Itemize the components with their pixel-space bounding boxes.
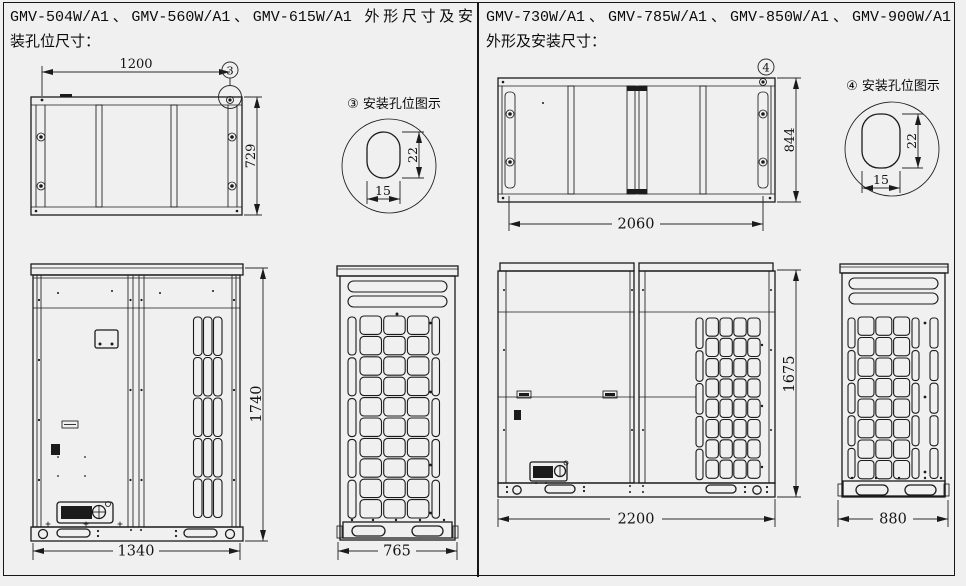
side-vent-grid [359, 315, 430, 519]
side-vent-grid [857, 316, 911, 480]
dim-hole-height: 22 [405, 147, 420, 163]
dim-front-height: 1740 [249, 386, 265, 423]
right-hole-detail-drawing: ④ 安装孔位图示 22 15 [844, 79, 940, 197]
front-grille-slots [695, 317, 704, 481]
hole-detail-label-left: ③ 安装孔位图示 [347, 97, 441, 112]
front-view-dimensions: 1740 1340 [32, 267, 268, 560]
dim-top-depth: 844 [783, 128, 798, 153]
left-front-view-drawing: 1740 1340 [30, 263, 268, 560]
left-hole-detail-drawing: ③ 安装孔位图示 22 15 [341, 97, 441, 214]
dim-side-depth: 880 [879, 512, 907, 528]
side-right-slots-a [911, 317, 920, 479]
left-top-view-drawing: 1200 3 729 [30, 57, 262, 216]
right-side-view-drawing: 880 [837, 263, 950, 528]
dim-front-width: 1340 [118, 544, 155, 560]
top-view-dimensions: 1200 3 729 [41, 57, 262, 216]
side-view-dimensions: 880 [837, 500, 949, 528]
left-title-line1: GMV-504W/A1、GMV-560W/A1、GMV-615W/A1 外形尺寸… [10, 9, 473, 26]
dim-top-depth: 729 [244, 144, 259, 169]
left-title-line2: 装孔位尺寸： [10, 34, 101, 51]
left-panel-title: GMV-504W/A1、GMV-560W/A1、GMV-615W/A1 外形尺寸… [10, 5, 473, 55]
side-left-slots [347, 316, 357, 519]
detail-bubble-circle [844, 101, 940, 197]
side-left-slots [847, 317, 856, 479]
top-view-unit-outline [497, 77, 776, 203]
detail-bubble-circle [341, 118, 437, 214]
hole-detail-label-right: ④ 安装孔位图示 [846, 79, 940, 94]
dim-hole-height: 22 [904, 133, 919, 149]
dim-front-width: 2200 [618, 512, 655, 528]
right-title-line1: GMV-730W/A1、GMV-785W/A1、GMV-850W/A1、GMV-… [486, 9, 951, 26]
front-view-unit [497, 262, 776, 498]
dim-hole-width: 15 [375, 183, 391, 198]
callout-3-bubble [221, 61, 239, 79]
right-top-view-drawing: 4 844 2060 [497, 58, 801, 233]
left-side-view-drawing: 765 [336, 265, 459, 560]
top-view-unit-outline [30, 94, 243, 216]
side-right-slots [431, 316, 441, 519]
page-border [3, 2, 955, 576]
front-grille-grid [705, 317, 761, 479]
callout-4-bubble [757, 58, 775, 76]
panel-divider [477, 2, 479, 577]
mounting-hole-oval [861, 113, 901, 169]
hole-callout-circle [218, 85, 242, 109]
dim-top-width: 2060 [618, 217, 655, 233]
front-view-dimensions: 1675 2200 [497, 269, 801, 528]
right-panel-title: GMV-730W/A1、GMV-785W/A1、GMV-850W/A1、GMV-… [486, 5, 951, 55]
right-front-view-drawing: 1675 2200 [497, 262, 801, 528]
top-view-dimensions: 4 844 2060 [508, 58, 801, 233]
front-grille-left [192, 316, 223, 519]
dim-side-depth: 765 [383, 544, 411, 560]
right-title-line2: 外形及安装尺寸： [486, 34, 607, 51]
dim-top-width: 1200 [119, 57, 152, 72]
side-view-unit [837, 263, 950, 498]
hole-dimensions: 22 15 [861, 113, 923, 193]
mounting-hole-oval [366, 131, 401, 179]
callout-3-number: 3 [226, 64, 233, 78]
side-view-unit [336, 265, 459, 541]
hole-dimensions: 22 15 [366, 131, 424, 204]
dim-front-height: 1675 [782, 356, 798, 393]
dim-hole-width: 15 [873, 172, 889, 187]
side-view-dimensions: 765 [337, 542, 458, 560]
callout-4-number: 4 [762, 61, 769, 75]
side-right-slots-b [929, 317, 939, 479]
front-view-unit [30, 263, 244, 542]
